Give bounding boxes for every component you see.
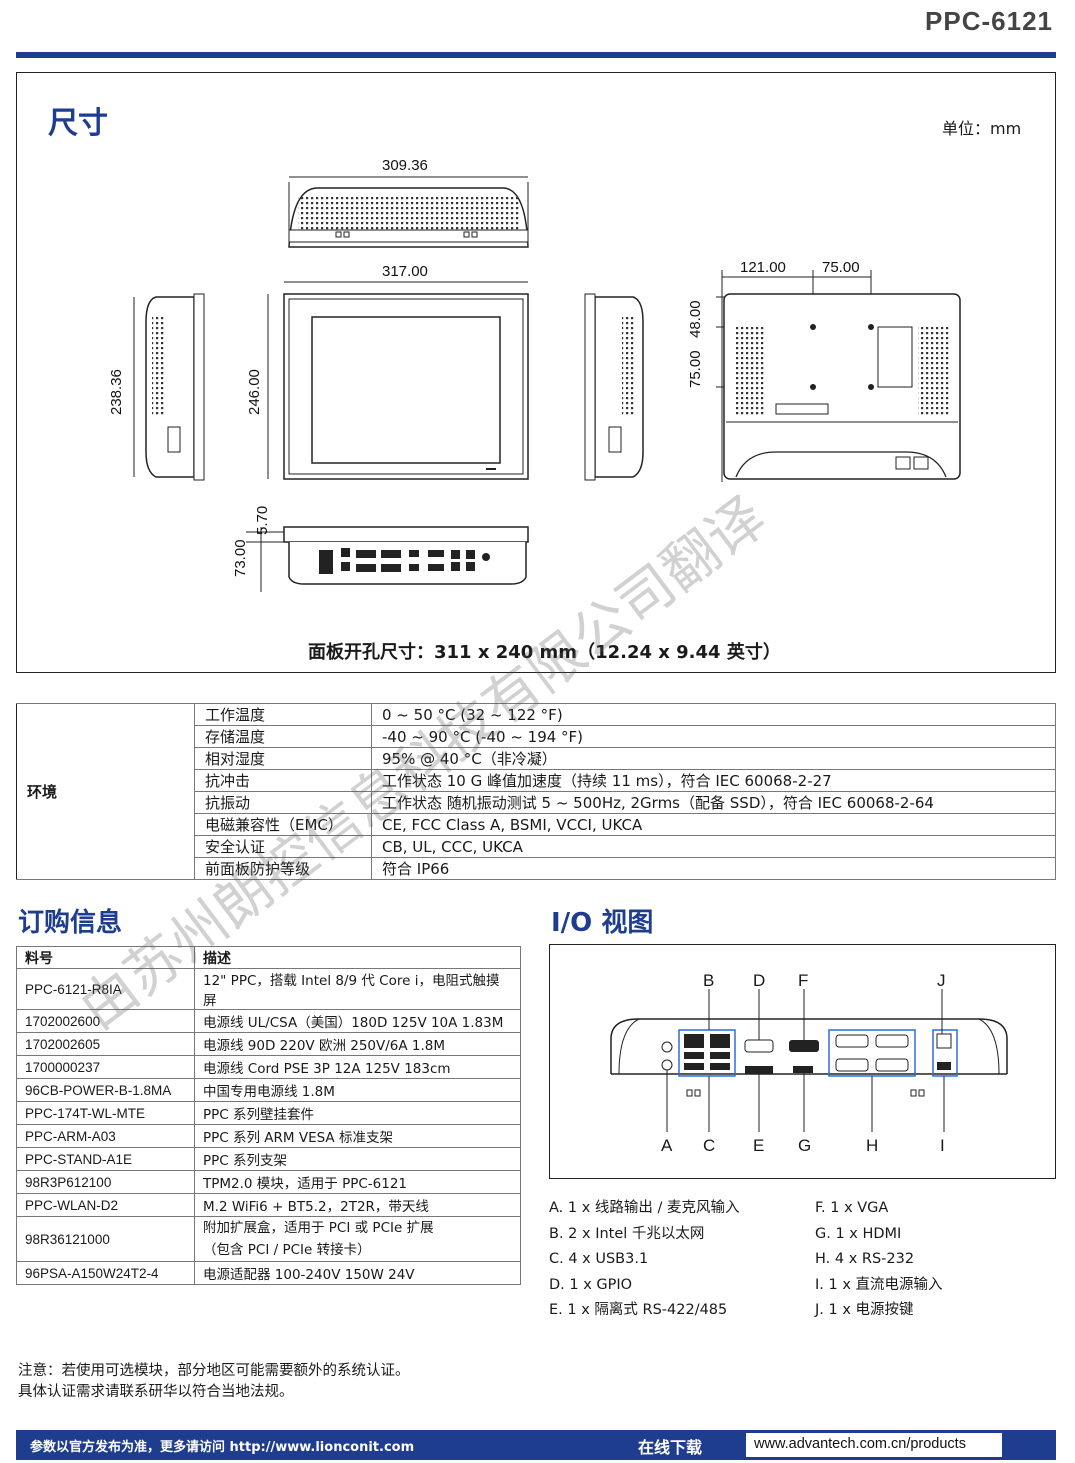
env-category: 环境 [16, 703, 195, 880]
dim-side-height: 238.36 [108, 369, 125, 415]
dim-vesa-h1: 121.00 [740, 259, 786, 276]
list-item: D. 1 x GPIO [549, 1276, 633, 1293]
io-title: I/O 视图 [551, 908, 654, 938]
io-letter-g: G [798, 1136, 812, 1155]
io-letter-e: E [753, 1136, 765, 1155]
dim-bottom-bezel: 5.70 [254, 505, 271, 535]
list-item: B. 2 x Intel 千兆以太网 [549, 1225, 705, 1242]
footer-notice: 参数以官方发布为准，更多请访问 http://www.lionconit.com [30, 1440, 415, 1455]
io-list-right: F. 1 x VGA G. 1 x HDMI H. 4 x RS-232 I. … [815, 1196, 943, 1324]
dim-top-width: 309.36 [382, 157, 428, 174]
list-item: G. 1 x HDMI [815, 1225, 902, 1242]
io-list-left: A. 1 x 线路输出 / 麦克风输入 B. 2 x Intel 千兆以太网 C… [549, 1196, 740, 1324]
dim-vesa-v2: 75.00 [687, 350, 704, 388]
dimensions-panel [16, 72, 1056, 673]
io-letter-a: A [661, 1136, 673, 1155]
list-item: I. 1 x 直流电源输入 [815, 1276, 943, 1293]
dim-front-height: 246.00 [246, 369, 263, 415]
bottom-view-drawing [246, 526, 529, 592]
model-title: PPC-6121 [925, 6, 1053, 36]
list-item: A. 1 x 线路输出 / 麦克风输入 [549, 1200, 740, 1216]
ordering-title: 订购信息 [18, 908, 123, 938]
online-download-label: 在线下载 [638, 1438, 703, 1457]
front-view-drawing [267, 281, 529, 480]
dim-front-width: 317.00 [382, 263, 428, 280]
io-letter-i: I [940, 1136, 945, 1155]
table-row: 电磁兼容性（EMC）CE, FCC Class A, BSMI, VCCI, U… [17, 813, 1056, 836]
note: 注意：若使用可选模块，部分地区可能需要额外的系统认证。 具体认证需求请联系研华以… [18, 1363, 410, 1400]
table-row: 抗振动工作状态 随机振动测试 5 ~ 500Hz, 2Grms（配备 SSD），… [17, 791, 1056, 814]
download-url-link[interactable]: www.advantech.com.cn/products [746, 1433, 1002, 1457]
list-item: J. 1 x 电源按键 [815, 1302, 914, 1318]
list-item: E. 1 x 隔离式 RS-422/485 [549, 1302, 728, 1318]
panel-cutout: 面板开孔尺寸：311 x 240 mm（12.24 x 9.44 英寸） [308, 642, 781, 663]
list-item: F. 1 x VGA [815, 1200, 889, 1216]
io-letter-h: H [866, 1136, 879, 1155]
dim-bottom-depth: 73.00 [232, 539, 249, 577]
io-letter-f: F [798, 971, 809, 990]
io-letter-c: C [703, 1136, 716, 1155]
table-row: 前面板防护等级符合 IP66 [17, 857, 1056, 880]
io-letter-b: B [703, 971, 715, 990]
list-item: C. 4 x USB3.1 [549, 1251, 649, 1267]
io-letter-j: J [937, 971, 946, 990]
dim-vesa-v1: 48.00 [687, 300, 704, 338]
top-rule [16, 52, 1056, 58]
right-side-drawing [584, 293, 644, 481]
dim-vesa-h2: 75.00 [822, 259, 860, 276]
io-drawing [610, 989, 1008, 1132]
dimensions-title: 尺寸 [48, 106, 108, 141]
unit-label: 单位：mm [942, 119, 1022, 138]
left-side-drawing [133, 293, 205, 481]
table-header: 料号描述 [16, 946, 521, 969]
list-item: H. 4 x RS-232 [815, 1251, 915, 1267]
io-letter-d: D [753, 971, 766, 990]
top-view-drawing [288, 176, 529, 248]
dimension-drawings [133, 176, 961, 592]
back-view-drawing [716, 270, 961, 482]
io-panel [549, 944, 1056, 1179]
